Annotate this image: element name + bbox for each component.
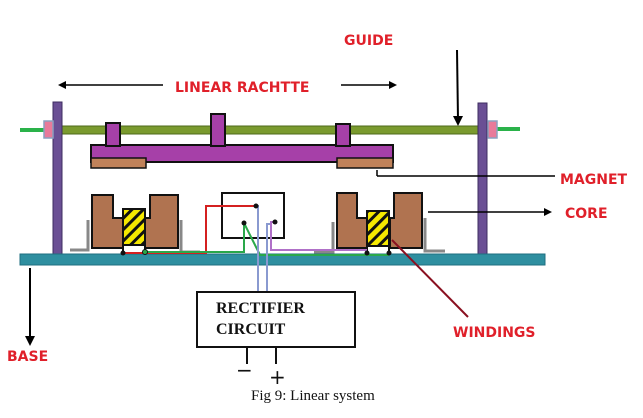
- linear-ratchet-label: LINEAR RACHTTE: [175, 80, 310, 96]
- rectifier-box: [196, 291, 356, 348]
- magnet-label: MAGNET: [560, 172, 628, 188]
- plus-terminal: +: [269, 365, 286, 389]
- magnet-right: [336, 157, 394, 169]
- magnet-left: [90, 157, 147, 169]
- windings-pointer: [391, 239, 469, 318]
- junction-box: [221, 192, 285, 239]
- bushing-right: [487, 120, 498, 139]
- wire-green-left: [145, 223, 245, 253]
- guide-end-left: [20, 128, 50, 132]
- minus-terminal: −: [236, 358, 253, 382]
- support-left: [52, 101, 63, 258]
- wire-blue-2: [266, 223, 270, 292]
- rectifier-line1: RECTIFIER: [216, 300, 305, 317]
- guide-end-right: [490, 127, 520, 131]
- wires: [120, 203, 392, 292]
- wire-green-right: [243, 222, 389, 256]
- rectifier-line2: CIRCUIT: [216, 321, 286, 338]
- figure-caption: Fig 9: Linear system: [251, 388, 375, 404]
- base-arrow: [25, 268, 35, 346]
- guide-arrow: [453, 49, 463, 126]
- ratchet-span-arrow-right: [341, 81, 397, 89]
- ratchet-span-arrow-left: [58, 81, 163, 89]
- winding-left: [122, 208, 146, 246]
- core-arrow: [428, 208, 552, 216]
- windings-label: WINDINGS: [453, 325, 536, 341]
- linear-ratchet: [90, 113, 394, 163]
- guide-rod: [57, 125, 491, 135]
- bushing-left: [43, 120, 54, 139]
- support-right: [477, 102, 488, 258]
- guide-label: GUIDE: [344, 33, 393, 49]
- winding-right: [366, 210, 390, 247]
- base-label: BASE: [7, 349, 48, 365]
- core-label: CORE: [565, 206, 608, 222]
